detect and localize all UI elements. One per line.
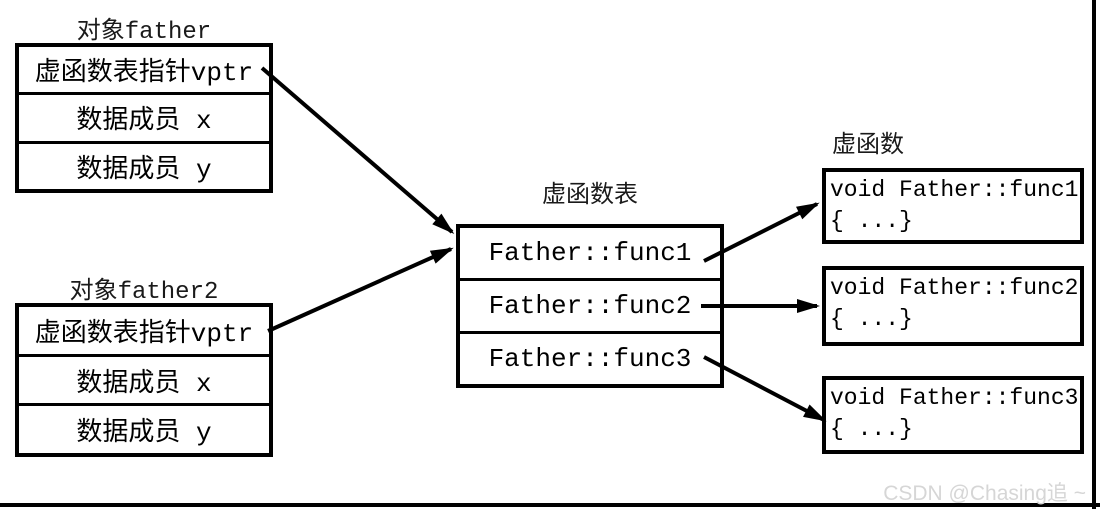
function-func2-body: { ...} [830,306,913,333]
vtable-box: Father::func1 Father::func2 Father::func… [456,224,724,388]
father2-member-y-row: 数据成员 y [76,418,212,449]
father-vptr-row: 虚函数表指针vptr [19,47,269,96]
function-func1-box: void Father::func1 { ...} [822,168,1084,244]
csdn-watermark: CSDN @Chasing追 ~ [883,482,1086,505]
image-bottom-border [0,503,1100,507]
vtable-entry-func1: Father::func1 [460,228,720,281]
object-father-title: 对象father [76,19,212,46]
function-func2-box: void Father::func2 { ...} [822,266,1084,346]
function-func3-body: { ...} [830,416,913,443]
virtual-functions-title: 虚函数 [832,133,904,160]
vtable-title: 虚函数表 [542,183,638,210]
father-member-y-row: 数据成员 y [76,154,212,185]
vtable-entry-func2: Father::func2 [460,281,720,334]
function-func3-box: void Father::func3 { ...} [822,376,1084,454]
function-func1-signature: void Father::func1 [830,177,1079,203]
object-father-box: 虚函数表指针vptr 数据成员 x 数据成员 y [15,43,273,193]
arrow-father2-vptr-to-vtable [267,247,454,333]
father-member-x-row: 数据成员 x [19,95,269,144]
arrow-father-vptr-to-vtable [260,66,455,234]
father2-vptr-row: 虚函数表指针vptr [19,307,269,357]
vtable-entry-func3: Father::func3 [488,344,692,374]
object-father2-title: 对象father2 [69,279,219,306]
father2-member-x-row: 数据成员 x [19,357,269,407]
object-father2-box: 虚函数表指针vptr 数据成员 x 数据成员 y [15,303,273,457]
function-func1-body: { ...} [830,208,913,235]
function-func2-signature: void Father::func2 [830,275,1079,301]
function-func3-signature: void Father::func3 [830,385,1079,411]
image-right-border [1092,0,1096,509]
